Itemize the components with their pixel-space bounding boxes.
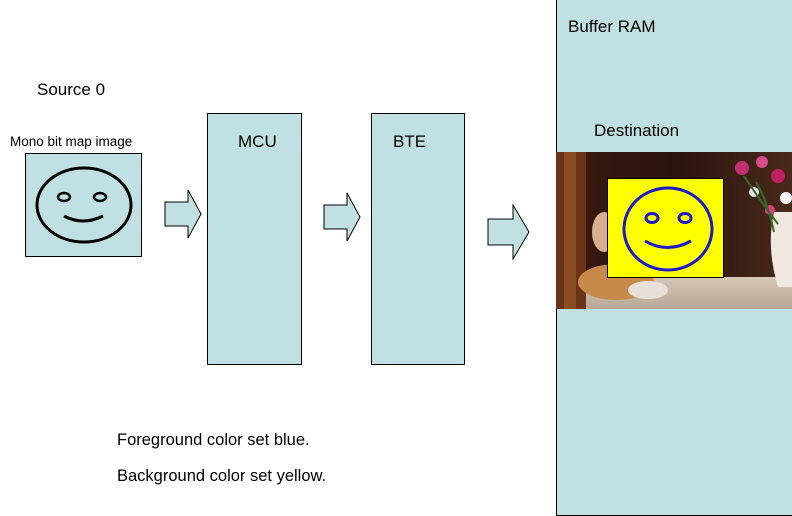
bte-label: BTE (393, 132, 427, 151)
destination-label: Destination (594, 121, 680, 140)
buffer-ram-block: Buffer RAM Destination (556, 0, 792, 516)
colored-smiley-face-icon (622, 186, 714, 272)
bte-block: BTE (371, 113, 465, 365)
mcu-block: MCU (207, 113, 302, 365)
colored-bitmap-image (607, 178, 724, 278)
source-image-caption: Mono bit map image (10, 134, 133, 149)
flow-arrow-icon (487, 204, 530, 260)
foreground-note: Foreground color set blue. (117, 431, 310, 449)
flow-arrow-icon (323, 192, 361, 242)
background-note: Background color set yellow. (117, 467, 327, 485)
flow-arrow-icon (164, 189, 202, 239)
mono-bitmap-image (25, 153, 142, 257)
mcu-label: MCU (238, 132, 277, 151)
source-label: Source 0 (37, 80, 106, 99)
buffer-ram-label: Buffer RAM (568, 17, 656, 36)
mono-smiley-face-icon (35, 166, 133, 244)
